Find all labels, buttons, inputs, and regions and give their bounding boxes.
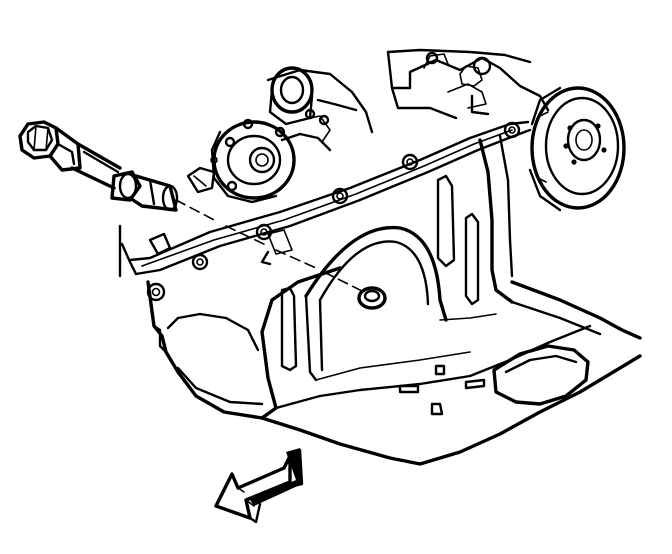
socket-wrench-tool-icon bbox=[18, 120, 365, 293]
filter-adapter-icon bbox=[186, 66, 314, 204]
oil-pan-icon bbox=[146, 134, 642, 466]
drain-plug-icon bbox=[357, 286, 387, 310]
pulley-icon bbox=[528, 86, 626, 212]
front-direction-arrow-icon bbox=[214, 448, 304, 524]
